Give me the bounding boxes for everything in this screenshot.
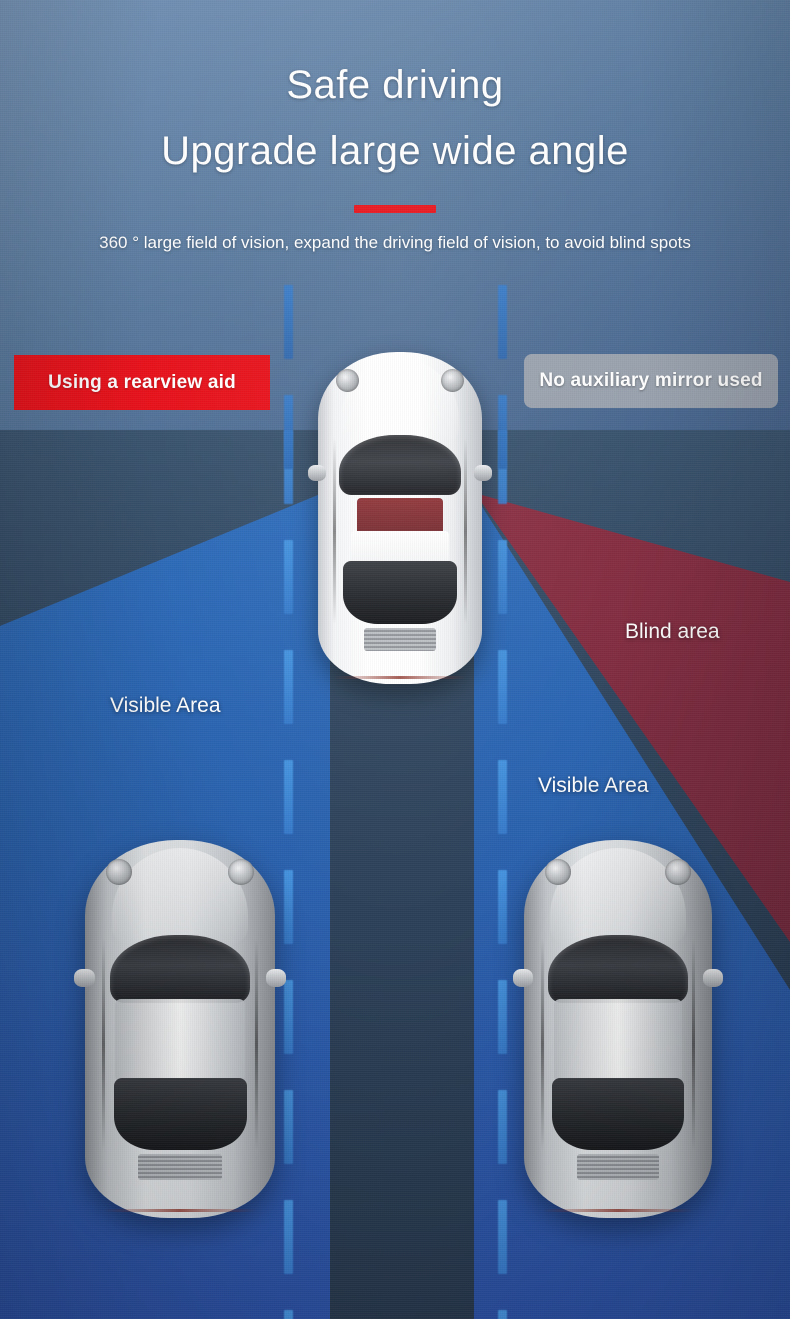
car-rear-trim (104, 1209, 256, 1213)
car-rear-vent (363, 627, 437, 651)
car-side-line-right (464, 438, 468, 625)
page-title-line1: Safe driving (286, 63, 504, 107)
car-side-line-left (540, 938, 544, 1150)
lane-dash (284, 650, 293, 724)
side-mirror-left (308, 464, 327, 482)
white-hero-car (308, 352, 492, 684)
headlight-left-icon (105, 858, 133, 886)
car-body (512, 840, 724, 1218)
lane-dashes-right (498, 430, 507, 1319)
lane-dash (498, 980, 507, 1054)
lane-dashes-left (284, 430, 293, 1319)
lane-dash (498, 285, 507, 359)
side-mirror-left (512, 968, 534, 988)
lane-dash (284, 760, 293, 834)
car-roof (554, 998, 682, 1082)
car-hood (550, 847, 686, 946)
car-hood (340, 358, 460, 445)
car-side-line-left (102, 938, 106, 1150)
page-title-line2: Upgrade large wide angle (161, 129, 629, 173)
car-rear-window (552, 1078, 684, 1150)
headlight-right-icon (665, 858, 692, 886)
lane-dash (284, 980, 293, 1054)
car-windshield (339, 435, 461, 495)
label-blind-area: Blind area (625, 620, 720, 643)
side-mirror-right (473, 464, 492, 482)
lane-dash (284, 1310, 293, 1319)
car-windshield (109, 934, 251, 1003)
lane-dash (284, 1200, 293, 1274)
badge-no-auxiliary-mirror: No auxiliary mirror used (524, 354, 778, 408)
side-mirror-right (702, 968, 724, 988)
car-rear-vent (576, 1153, 660, 1181)
lane-dash (498, 760, 507, 834)
poster-header: Safe driving Upgrade large wide angle 36… (0, 0, 790, 256)
lane-dash (498, 1310, 507, 1319)
car-side-line-right (692, 938, 696, 1150)
car-rear-window (342, 561, 458, 625)
car-windshield (548, 934, 688, 1003)
lane-dash (498, 650, 507, 724)
car-body (308, 352, 492, 684)
car-roof (115, 998, 245, 1082)
car-rear-trim (542, 1209, 694, 1213)
silver-car-right (512, 840, 724, 1218)
lane-dash (284, 870, 293, 944)
lane-dash (284, 540, 293, 614)
lane-dash (498, 1090, 507, 1164)
car-side-line-right (254, 938, 258, 1150)
headlight-right-icon (227, 858, 255, 886)
car-rear-trim (334, 676, 466, 680)
lane-dash (498, 870, 507, 944)
lane-dash (498, 1200, 507, 1274)
accent-divider (354, 205, 436, 213)
lane-dash (284, 285, 293, 359)
car-hood (111, 847, 249, 946)
car-side-line-left (332, 438, 336, 625)
car-rear-window (113, 1078, 247, 1150)
headlight-left-icon (544, 858, 571, 886)
silver-car-left (73, 840, 287, 1218)
lane-dash (498, 395, 507, 469)
label-visible-area-right: Visible Area (538, 774, 649, 797)
badge-using-rearview-aid: Using a rearview aid (14, 355, 270, 410)
headlight-left-icon (336, 368, 359, 392)
lane-dash (284, 1090, 293, 1164)
lane-dash (498, 540, 507, 614)
car-body (73, 840, 287, 1218)
page-subtitle: 360 ° large field of vision, expand the … (99, 233, 691, 252)
side-mirror-right (265, 968, 287, 988)
car-rear-vent (138, 1153, 222, 1181)
label-visible-area-left: Visible Area (110, 694, 221, 717)
lane-dash (284, 395, 293, 469)
headlight-right-icon (441, 368, 464, 392)
side-mirror-left (73, 968, 95, 988)
lane-dashes-upper-left (284, 285, 293, 469)
lane-dashes-upper-right (498, 285, 507, 469)
